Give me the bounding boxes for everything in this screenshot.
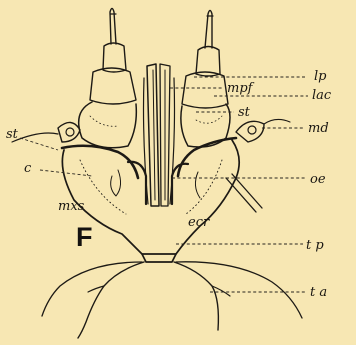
left-palp <box>90 9 136 105</box>
label-st-left: st <box>6 127 19 142</box>
label-lp: lp <box>314 69 327 84</box>
right-leg-stump <box>226 119 290 212</box>
lower-legs <box>42 262 302 338</box>
label-mpf: mpf <box>227 81 255 96</box>
leader-lines <box>20 77 308 292</box>
label-lac: lac <box>312 88 332 103</box>
label-ecr: ecr <box>188 215 210 230</box>
right-palp <box>182 11 228 109</box>
label-oe: oe <box>310 172 326 187</box>
label-ta: t a <box>310 285 327 300</box>
label-st-right: st <box>238 105 251 120</box>
figure-letter: F <box>76 222 93 252</box>
label-md: md <box>308 121 329 136</box>
central-stylets <box>144 64 175 206</box>
label-mxs: mxs <box>58 199 85 214</box>
label-tp: t p <box>306 238 324 253</box>
label-c: c <box>24 161 32 176</box>
